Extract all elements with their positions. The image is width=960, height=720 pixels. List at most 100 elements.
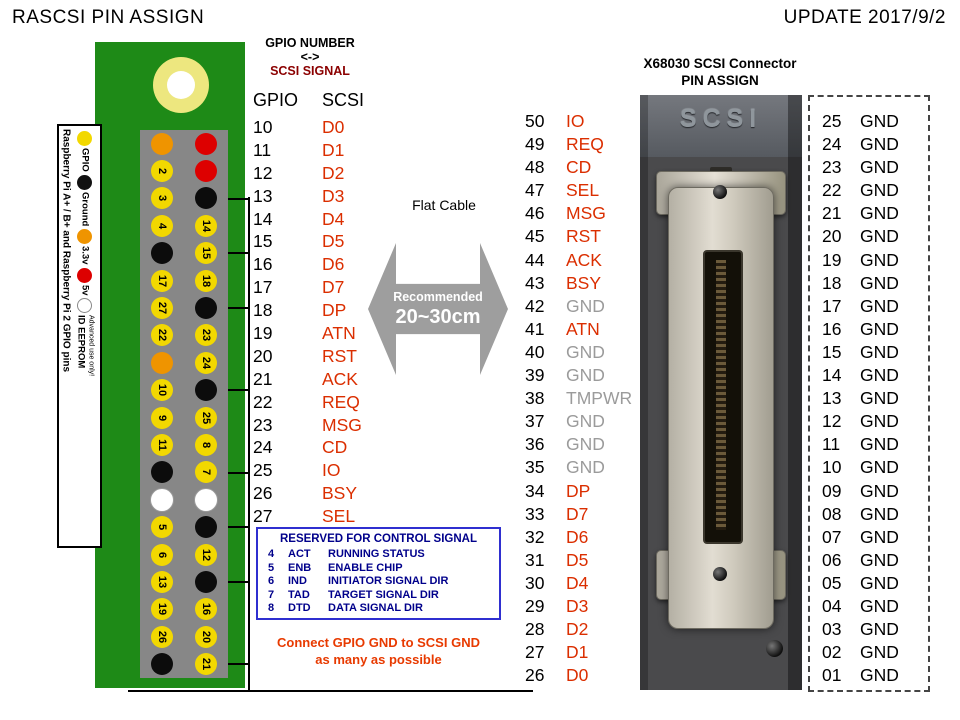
pin-cell: 3 <box>140 185 184 212</box>
screw-icon <box>713 185 727 199</box>
pin-signal: D0 <box>566 665 589 686</box>
pin-signal: GND <box>860 272 899 293</box>
pin-cell <box>140 459 184 486</box>
reserved-code: TAD <box>288 588 310 601</box>
legend-label-wrap: 3.3v <box>79 246 90 265</box>
gpio-pin-23: 23 <box>195 324 217 347</box>
gpio-scsi-row: 26 BSY <box>253 482 364 505</box>
gpio-number: 15 <box>253 231 273 252</box>
pin-cell: 11 <box>140 431 184 458</box>
gpio-number: 25 <box>253 460 273 481</box>
pin-cell: 13 <box>140 568 184 595</box>
pin-number-label: 9 <box>156 414 168 421</box>
pin-signal: GND <box>860 665 899 686</box>
legend-item: Ground <box>77 174 93 226</box>
scsi-connector-photo: SCSI <box>640 95 802 690</box>
pin-signal: GND <box>860 134 899 155</box>
legend-id-dot-icon <box>77 298 93 314</box>
pin-cell: 4 <box>140 212 184 239</box>
pin-signal: GND <box>860 619 899 640</box>
pin-cell <box>184 486 228 513</box>
pin-number: 05 <box>822 572 842 593</box>
id-pin <box>194 487 218 512</box>
pin-signal: GND <box>860 365 899 386</box>
pin-number-label: 6 <box>156 551 168 558</box>
gpio-number: 20 <box>253 345 273 366</box>
gpio-pin-12: 12 <box>195 543 217 566</box>
pin-number: 43 <box>525 272 545 293</box>
v33-pin <box>151 132 173 155</box>
pin-number: 39 <box>525 365 545 386</box>
pin-number: 50 <box>525 111 545 131</box>
connector-heading-line2: PIN ASSIGN <box>681 73 759 88</box>
scsi-signal: RST <box>322 345 357 366</box>
pin-number: 27 <box>525 642 545 663</box>
pin-number: 25 <box>822 111 842 131</box>
pin-number: 03 <box>822 619 842 640</box>
gpio-legend: Raspberry Pi A+ / B+ and Raspberry Pi 2 … <box>57 124 102 548</box>
legend-gnd-dot-icon <box>77 174 93 190</box>
pin-signal: GND <box>860 572 899 593</box>
pin-signal: GND <box>860 480 899 501</box>
reserved-code: ENB <box>288 561 312 574</box>
pin-cell: 27 <box>140 294 184 321</box>
pin-cell: 19 <box>140 596 184 623</box>
pin-signal: MSG <box>566 203 606 224</box>
scsi-signal: CD <box>322 437 348 458</box>
pin-number: 13 <box>822 388 842 409</box>
scsi-signal: REQ <box>322 391 360 412</box>
reserved-desc: RUNNING STATUS <box>328 548 425 560</box>
gpio-pin-27: 27 <box>151 297 173 320</box>
screw-icon <box>713 567 727 581</box>
pin-number-label: 25 <box>200 411 212 424</box>
gpio-number: 17 <box>253 277 273 298</box>
gnd-pin-row: 05 GND <box>810 572 928 595</box>
reserved-pin: 8 <box>268 602 275 614</box>
pin-number-label: 15 <box>200 247 212 260</box>
pin-number-label: 7 <box>200 469 212 476</box>
connector-contacts <box>716 260 726 530</box>
scsi-signal: BSY <box>322 483 358 504</box>
gpio-scsi-row: 20 RST <box>253 345 364 368</box>
scsi-signal: ACK <box>322 368 358 389</box>
reserved-pin: 4 <box>268 548 275 560</box>
pin-number-label: 24 <box>200 356 212 369</box>
gnd-pin <box>195 379 217 402</box>
pin-signal: ATN <box>566 318 600 339</box>
pin-number-label: 10 <box>156 384 168 397</box>
connector-heading: X68030 SCSI Connector PIN ASSIGN <box>620 55 820 89</box>
gnd-pin <box>151 461 173 484</box>
gpio-number: 27 <box>253 506 273 527</box>
pin-signal: REQ <box>566 134 604 155</box>
pin-signal: D2 <box>566 619 589 640</box>
pin-signal: GND <box>860 503 899 524</box>
gpio-number: 26 <box>253 483 273 504</box>
gnd-pin-row: 03 GND <box>810 618 928 641</box>
gpio-pin-9: 9 <box>151 406 173 429</box>
pin-signal: GND <box>860 226 899 247</box>
reserved-desc: INITIATOR SIGNAL DIR <box>328 575 449 587</box>
pin-number-label: 22 <box>156 329 168 342</box>
gpio-pin-17: 17 <box>151 269 173 292</box>
